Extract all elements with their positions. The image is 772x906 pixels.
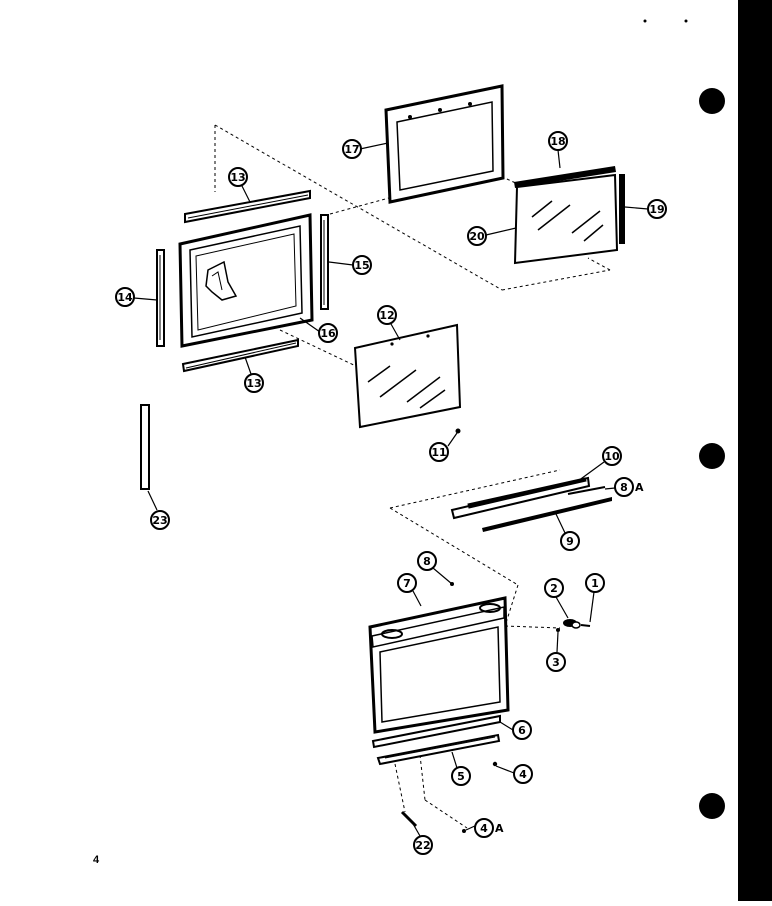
callout: 7	[397, 573, 417, 593]
part-17-inner-frame	[384, 84, 505, 204]
part-1-pin	[580, 624, 591, 627]
binding-edge	[738, 0, 772, 901]
callout-label: 3	[552, 656, 560, 669]
part-10-handle-bar	[450, 476, 591, 520]
part-8A-strip	[567, 486, 606, 495]
callout: 18	[548, 131, 568, 151]
callout-label: 22	[415, 839, 430, 852]
part-13-bottom-trim	[181, 338, 299, 373]
outer-door-frame	[178, 213, 314, 348]
callout: 6	[512, 720, 532, 740]
callout: 16	[318, 323, 338, 343]
callout: 11	[429, 442, 449, 462]
callout: 2	[544, 578, 564, 598]
callout: 13	[228, 167, 248, 187]
part-18-strip	[514, 166, 616, 188]
callout-suffix: A	[635, 481, 644, 494]
callout: 8	[417, 551, 437, 571]
callout-label: 19	[649, 203, 664, 216]
callout-label: 18	[550, 135, 565, 148]
part-19-strip	[619, 174, 625, 244]
part-3-washer	[556, 628, 560, 632]
callout: 22	[413, 835, 433, 855]
callout-label: 2	[550, 582, 558, 595]
callout-label: 7	[403, 577, 411, 590]
callout: 5	[451, 766, 471, 786]
part-2-hinge	[563, 619, 581, 629]
part-4-screw	[492, 761, 498, 767]
page-number: 4	[93, 854, 100, 866]
callout: 10	[602, 446, 622, 466]
callout-label: 23	[152, 514, 167, 527]
part-5-detail	[384, 736, 496, 759]
callout: 15	[352, 255, 372, 275]
callout-label: 8	[423, 555, 431, 568]
callout-suffix: A	[495, 822, 504, 835]
punch-hole	[699, 88, 725, 114]
callout-label: 14	[117, 291, 133, 304]
callout-label: 11	[431, 446, 446, 459]
callout: 20	[467, 226, 487, 246]
speck	[643, 19, 647, 23]
part-11-screw	[455, 428, 461, 434]
callout-label: 6	[518, 724, 526, 737]
punch-hole	[699, 793, 725, 819]
callout-label: 12	[379, 309, 394, 322]
callout: 14	[115, 287, 135, 307]
part-13-top-trim	[184, 189, 311, 224]
part-4A-screw	[462, 829, 466, 833]
callout: 23	[150, 510, 170, 530]
callout: 4 A	[474, 818, 504, 838]
callout-label: 4	[519, 768, 527, 781]
callout: 17	[342, 139, 362, 159]
callout: 8 A	[614, 477, 644, 497]
callout: 13	[244, 373, 264, 393]
punch-hole	[699, 443, 725, 469]
callout: 3	[546, 652, 566, 672]
callout-label: 16	[320, 327, 336, 340]
callout-label: 9	[566, 535, 574, 548]
callout: 4	[513, 764, 533, 784]
callout-label: 8	[620, 481, 628, 494]
callout: 1	[585, 573, 605, 593]
callout: 12	[377, 305, 397, 325]
speck	[684, 19, 688, 23]
callout-label: 13	[230, 171, 245, 184]
part-22-clip	[400, 810, 418, 828]
callout-label: 15	[354, 259, 369, 272]
part-12-glass-panel	[353, 323, 462, 429]
callout-label: 13	[246, 377, 261, 390]
part-23-strip	[140, 404, 150, 490]
callout: 9	[560, 531, 580, 551]
callout-label: 10	[604, 450, 620, 463]
callout: 19	[647, 199, 667, 219]
callout-label: 20	[469, 230, 485, 243]
callout-label: 5	[457, 770, 465, 783]
callout-label: 17	[344, 143, 359, 156]
callout-label: 4	[480, 822, 488, 835]
callout-label: 1	[591, 577, 599, 590]
assembly-guides	[214, 124, 611, 829]
part-7-lower-frame	[368, 596, 510, 734]
part-9-strip	[482, 497, 612, 532]
part-20-inner-glass	[513, 173, 619, 265]
